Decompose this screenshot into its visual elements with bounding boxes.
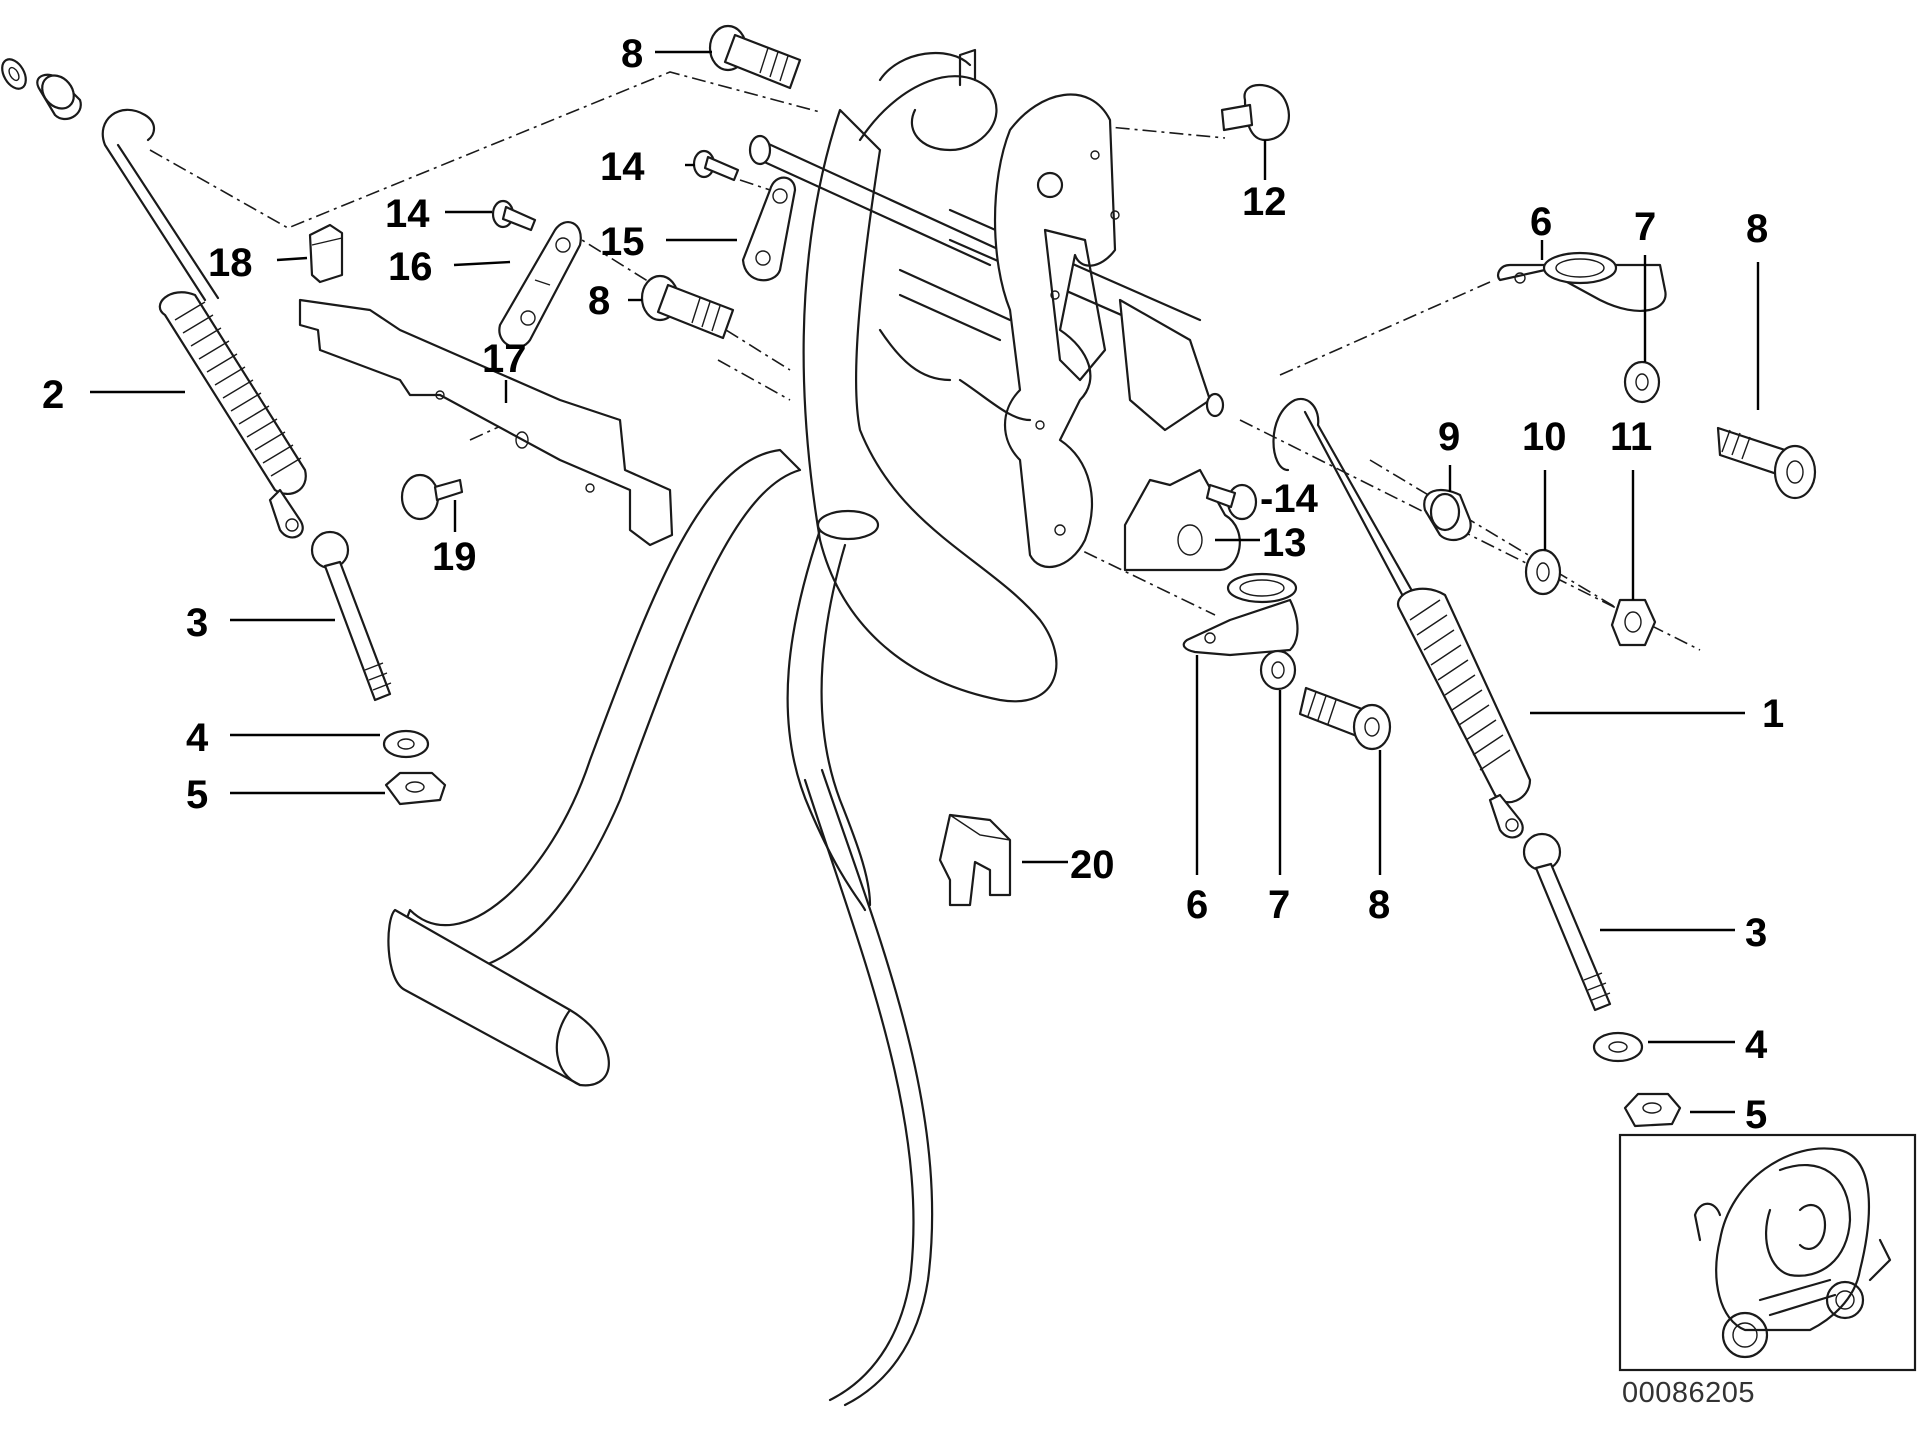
bolt-8-upper-right xyxy=(1716,426,1817,500)
washer-7-upper xyxy=(1623,360,1661,404)
vehicle-inset xyxy=(1618,1133,1917,1372)
bolt-8-lower xyxy=(1298,686,1392,751)
callout-15: 15 xyxy=(600,220,645,264)
clamp-6-upper xyxy=(1496,251,1667,312)
callout-6-upper: 6 xyxy=(1530,200,1552,244)
part-14-screw-a xyxy=(491,199,537,232)
callout-20: 20 xyxy=(1070,843,1115,887)
callout-4-right: 4 xyxy=(1745,1023,1768,1067)
main-stand-frame xyxy=(387,48,1058,1407)
callout-8-lower: 8 xyxy=(1368,883,1390,927)
callout-14-left: 14 xyxy=(385,192,430,236)
top-left-grommet-set xyxy=(1,58,82,121)
part-14-screw-c xyxy=(1205,483,1258,521)
callout-19: 19 xyxy=(432,535,477,579)
callout-8-top: 8 xyxy=(621,32,643,76)
nut-11 xyxy=(1610,598,1657,647)
bolt-8-top xyxy=(708,24,802,90)
callout-16: 16 xyxy=(388,245,433,289)
callout-14-right: -14 xyxy=(1260,477,1319,521)
spring-left xyxy=(101,108,307,539)
callout-17: 17 xyxy=(482,337,527,381)
clamp-6-lower xyxy=(1182,572,1299,657)
washer-7-lower xyxy=(1259,649,1297,691)
callout-9: 9 xyxy=(1438,415,1460,459)
left-eye-bolt-set xyxy=(310,530,447,806)
callout-5-left: 5 xyxy=(186,773,208,817)
callout-8-upper-right: 8 xyxy=(1746,207,1768,251)
callout-1: 1 xyxy=(1762,692,1784,736)
callout-5-right: 5 xyxy=(1745,1093,1767,1137)
washer-10 xyxy=(1524,548,1562,596)
reference-number: 00086205 xyxy=(1622,1377,1755,1409)
callout-6-lower: 6 xyxy=(1186,883,1208,927)
part-13-bracket xyxy=(1123,468,1241,572)
callout-2: 2 xyxy=(42,373,64,417)
callout-13: 13 xyxy=(1262,521,1307,565)
part-20-clip xyxy=(938,813,1012,907)
part-15-plate xyxy=(741,176,797,282)
part-16-plate xyxy=(498,221,582,349)
callout-7-lower: 7 xyxy=(1268,883,1290,927)
callout-3-left: 3 xyxy=(186,601,208,645)
callout-10: 10 xyxy=(1522,415,1567,459)
callout-11: 11 xyxy=(1610,415,1652,459)
bolt-8-left xyxy=(640,274,735,340)
callout-14-center: 14 xyxy=(600,145,645,189)
part-12-bolt xyxy=(1220,84,1290,142)
part-14-screw-b xyxy=(692,149,740,182)
callout-4-left: 4 xyxy=(186,716,209,760)
callout-12: 12 xyxy=(1242,180,1287,224)
callout-7-upper: 7 xyxy=(1634,205,1656,249)
leader-lines xyxy=(90,50,1760,1114)
callout-3-right: 3 xyxy=(1745,911,1767,955)
callout-8-left: 8 xyxy=(588,279,610,323)
part-17-bracket xyxy=(298,298,674,547)
grommet-9 xyxy=(1423,488,1472,542)
part-19-pin xyxy=(400,473,464,521)
part-18-clip xyxy=(308,223,344,284)
callout-labels: 1 2 3 3 4 4 5 5 6 6 7 7 8 8 8 8 9 10 11 … xyxy=(42,32,1784,1409)
right-eye-bolt-set xyxy=(1522,832,1682,1128)
callout-18: 18 xyxy=(208,241,253,285)
spring-right xyxy=(1272,397,1532,839)
pivot-bracket-assembly xyxy=(748,93,1225,569)
